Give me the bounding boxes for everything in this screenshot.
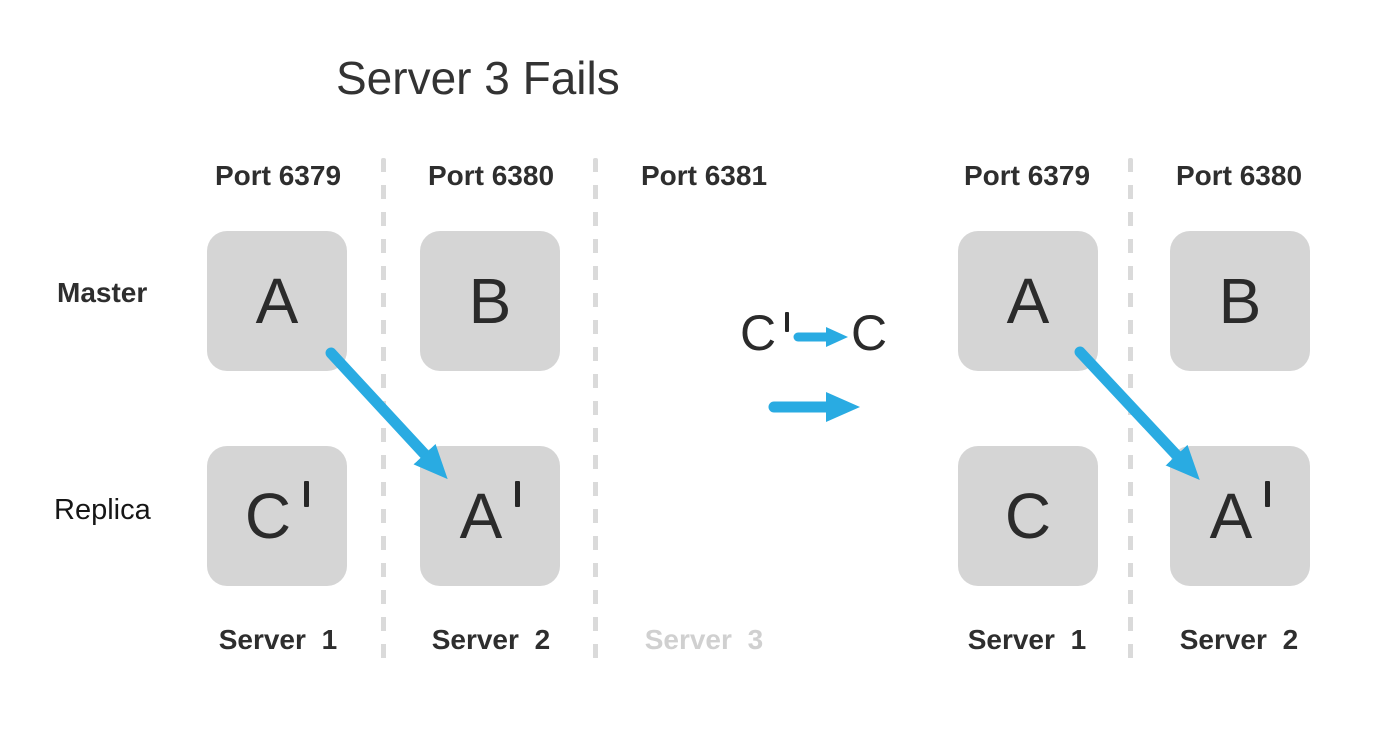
node-letter: C [1004,480,1052,552]
server-label-left-2: Server 2 [431,624,551,655]
node-box-right-replica-a-prime: A [1170,446,1310,586]
annotation-from-letter: C [740,305,777,361]
node-box-left-replica-c-prime: C [207,446,347,586]
annotation-from-label: C [740,305,790,361]
annotation-to-letter: C [851,305,888,361]
node-letter: A [255,265,299,337]
port-header-right-6380: Port 6380 [1175,160,1303,191]
row-label-master: Master [57,277,148,308]
server-label-right-2: Server 2 [1179,624,1299,655]
node-letter: B [468,265,512,337]
prime-mark [515,481,521,507]
node-letter: C [244,480,292,552]
column-separator-left-2 [593,158,598,664]
port-header-left-6380: Port 6380 [427,160,555,191]
node-letter: A [1006,265,1050,337]
node-box-left-replica-a-prime: A [420,446,560,586]
port-header-left-6379: Port 6379 [214,160,342,191]
port-header-left-6381: Port 6381 [640,160,768,191]
diagram-title: Server 3 Fails [336,52,620,104]
prime-mark [1265,481,1271,507]
node-letter: A [459,480,503,552]
port-header-right-6379: Port 6379 [963,160,1091,191]
server-label-left-3-failed: Server 3 [644,624,764,655]
node-box-left-master-a: A [207,231,347,371]
node-letter: A [1209,480,1253,552]
row-label-replica: Replica [54,494,151,526]
node-box-right-master-a: A [958,231,1098,371]
node-box-right-replica-c: C [958,446,1098,586]
node-box-left-master-b: B [420,231,560,371]
prime-mark [785,312,790,332]
column-separator-right-1 [1128,158,1133,664]
column-separator-left-1 [381,158,386,664]
node-letter: B [1218,265,1262,337]
server-label-left-1: Server 1 [218,624,338,655]
node-box-right-master-b: B [1170,231,1310,371]
annotation-to-label: C [851,306,887,360]
server-label-right-1: Server 1 [967,624,1087,655]
prime-mark [304,481,310,507]
